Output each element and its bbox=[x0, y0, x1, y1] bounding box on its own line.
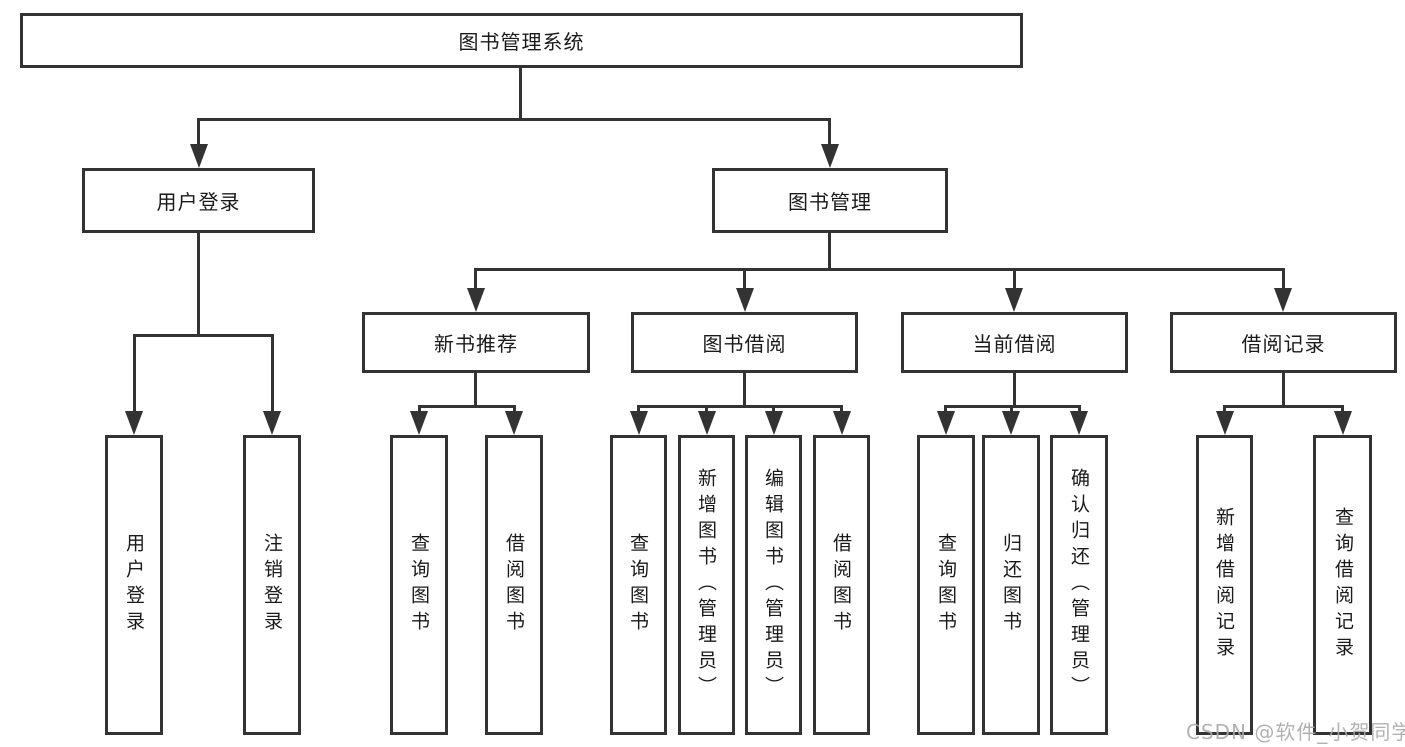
arrow-head bbox=[821, 144, 839, 168]
connector-line bbox=[743, 373, 746, 407]
arrow-head bbox=[1334, 411, 1352, 435]
leaf-query-borrow-record: 查询借阅记录 bbox=[1313, 435, 1372, 735]
arrow-head bbox=[190, 144, 208, 168]
connector-line bbox=[475, 268, 1285, 271]
node-book-borrowing: 图书借阅 bbox=[631, 312, 858, 373]
connector-line bbox=[1013, 268, 1016, 290]
connector-line bbox=[1282, 373, 1285, 407]
connector-line bbox=[133, 334, 273, 337]
connector-line bbox=[197, 233, 200, 337]
csdn-watermark: CSDN @软件_小贺同学 bbox=[1186, 720, 1405, 744]
connector-line bbox=[1223, 405, 1344, 408]
connector-line bbox=[418, 405, 516, 408]
connector-line bbox=[772, 405, 775, 415]
leaf-add-borrow-record: 新增借阅记录 bbox=[1196, 435, 1253, 735]
arrow-head bbox=[410, 411, 428, 435]
connector-line bbox=[637, 405, 640, 415]
connector-line bbox=[1341, 405, 1344, 415]
arrow-head bbox=[1002, 411, 1020, 435]
connector-line bbox=[197, 118, 831, 121]
arrow-head bbox=[263, 411, 281, 435]
node-new-book-recommend: 新书推荐 bbox=[362, 312, 590, 373]
leaf-query-books-borrowing: 查询图书 bbox=[610, 435, 667, 735]
leaf-query-books-recommend: 查询图书 bbox=[390, 435, 448, 735]
arrow-head bbox=[937, 411, 955, 435]
arrow-head bbox=[1070, 411, 1088, 435]
node-borrow-records: 借阅记录 bbox=[1170, 312, 1397, 373]
arrow-head bbox=[630, 411, 648, 435]
connector-line bbox=[513, 405, 516, 415]
arrow-head bbox=[505, 411, 523, 435]
connector-line bbox=[1010, 405, 1013, 415]
leaf-logout: 注销登录 bbox=[243, 435, 301, 735]
leaf-borrow-books-borrowing: 借阅图书 bbox=[813, 435, 870, 735]
connector-line bbox=[474, 268, 477, 290]
arrow-head bbox=[1005, 288, 1023, 312]
connector-line bbox=[944, 405, 947, 415]
connector-line bbox=[743, 268, 746, 290]
leaf-return-book: 归还图书 bbox=[982, 435, 1040, 735]
arrow-head bbox=[698, 411, 716, 435]
connector-line bbox=[828, 118, 831, 148]
connector-line bbox=[271, 334, 274, 412]
arrow-head bbox=[125, 411, 143, 435]
node-user-login: 用户登录 bbox=[82, 168, 315, 233]
arrow-head bbox=[736, 288, 754, 312]
connector-line bbox=[197, 118, 200, 148]
connector-line bbox=[637, 405, 843, 408]
connector-line bbox=[418, 405, 421, 415]
connector-line bbox=[1013, 373, 1016, 407]
arrow-head bbox=[467, 288, 485, 312]
leaf-add-book-admin: 新增图书（管理员） bbox=[678, 435, 735, 735]
connector-line bbox=[840, 405, 843, 415]
leaf-query-books-current: 查询图书 bbox=[917, 435, 975, 735]
arrow-head bbox=[765, 411, 783, 435]
node-library-management-system: 图书管理系统 bbox=[20, 13, 1023, 68]
connector-line bbox=[705, 405, 708, 415]
connector-line bbox=[133, 334, 136, 412]
leaf-user-login: 用户登录 bbox=[105, 435, 163, 735]
connector-line bbox=[1282, 268, 1285, 290]
node-current-borrowing: 当前借阅 bbox=[901, 312, 1128, 373]
leaf-confirm-return-admin: 确认归还（管理员） bbox=[1050, 435, 1108, 735]
arrow-head bbox=[1274, 288, 1292, 312]
connector-line bbox=[474, 373, 477, 407]
leaf-borrow-books-recommend: 借阅图书 bbox=[485, 435, 543, 735]
leaf-edit-book-admin: 编辑图书（管理员） bbox=[745, 435, 802, 735]
connector-line bbox=[828, 233, 831, 271]
arrow-head bbox=[833, 411, 851, 435]
node-book-management: 图书管理 bbox=[712, 168, 948, 233]
connector-line bbox=[1078, 405, 1081, 415]
connector-line bbox=[1223, 405, 1226, 415]
connector-line bbox=[519, 66, 522, 120]
arrow-head bbox=[1216, 411, 1234, 435]
